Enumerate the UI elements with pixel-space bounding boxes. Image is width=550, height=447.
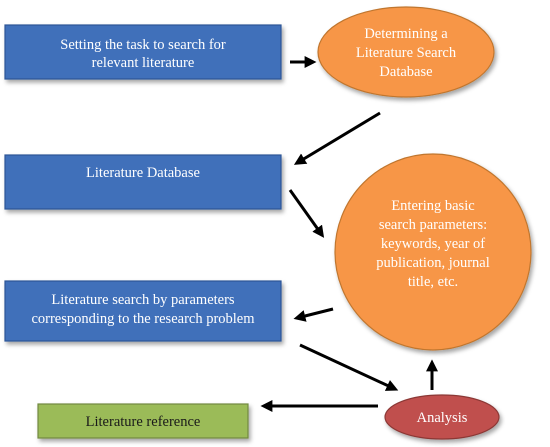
arrow-entering-to-search: [293, 307, 334, 322]
node-entering-parameters-line-1: Entering basic: [391, 198, 474, 214]
node-determining-database: Determining a Literature Search Database: [317, 6, 495, 98]
node-determining-database-line-3: Database: [379, 64, 432, 80]
node-literature-search-line-1: Literature search by parameters: [51, 292, 235, 308]
node-literature-database: Literature Database: [4, 154, 282, 210]
node-literature-reference: Literature reference: [37, 403, 249, 439]
node-entering-parameters-line-2: search parameters:: [379, 217, 487, 233]
node-setting-task-line-2: relevant literature: [92, 55, 195, 71]
arrow-determining-to-database: [293, 111, 381, 165]
arrow-database-to-entering: [288, 189, 325, 238]
node-entering-parameters-line-3: keywords, year of: [381, 236, 485, 252]
node-literature-reference-label: Literature reference: [86, 414, 201, 430]
node-analysis: Analysis: [384, 394, 500, 440]
node-setting-task-box: [4, 24, 282, 80]
node-entering-parameters-line-4: publication, journal: [376, 255, 490, 271]
node-literature-search: Literature search by parameters correspo…: [4, 280, 282, 342]
node-literature-database-box: [4, 154, 282, 210]
node-determining-database-line-1: Determining a: [364, 26, 448, 42]
node-entering-parameters-circle: [334, 153, 532, 351]
node-literature-search-line-2: corresponding to the research problem: [31, 311, 255, 327]
node-literature-search-box: [4, 280, 282, 342]
node-entering-parameters-line-5: title, etc.: [408, 274, 458, 290]
arrow-search-to-analysis: [299, 343, 399, 391]
node-entering-parameters: Entering basic search parameters: keywor…: [334, 153, 532, 351]
node-determining-database-line-2: Literature Search: [356, 45, 457, 61]
node-analysis-ellipse: [384, 394, 500, 440]
node-literature-database-label: Literature Database: [86, 165, 200, 181]
node-setting-task: Setting the task to search for relevant …: [4, 24, 282, 80]
node-analysis-label: Analysis: [417, 410, 468, 426]
node-determining-database-ellipse: [317, 6, 495, 98]
node-setting-task-line-1: Setting the task to search for: [60, 37, 226, 53]
node-literature-reference-box: [37, 403, 249, 439]
